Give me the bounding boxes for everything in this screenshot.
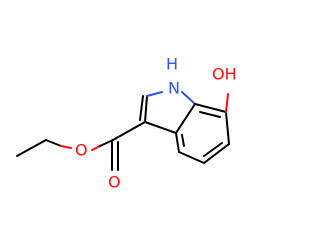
bond-c7-c6 [225,111,230,145]
bond-c5-c4 [178,151,205,164]
bond-c3-c2 [144,95,148,123]
bond-carbonyl-c-c3 [112,121,146,141]
atom-label-carbonyl-oxygen: O [108,173,121,192]
chemical-structure-diagram: H N OH O O [16,55,237,192]
bond-c7a-c7 [194,103,227,113]
bond-ethyl-c2-o [45,139,62,147]
bond-benzene-inner-3 [181,134,185,147]
bond-n1-c7a [181,91,196,105]
atom-label-hydroxyl: OH [212,65,237,84]
bond-c3-c2-inner [139,95,144,121]
bond-c6-c5 [203,143,230,164]
bond-ester-o-c [99,139,114,147]
bond-c2-n1 [146,91,163,97]
bond-c3a-c3 [144,121,177,134]
bond-benzene-inner-1 [199,111,221,118]
bond-ester-o-red-right [91,145,101,151]
bond-ester-o-red-left [60,145,72,149]
atom-label-h: H [166,55,178,74]
bond-lines [16,91,230,171]
bond-c7-hydroxyl [225,93,229,113]
bond-benzene-inner-2 [203,142,223,157]
atom-labels: H N OH O O [75,55,237,192]
bond-c7a-c3a [175,103,196,134]
bond-ethyl-c1-c2 [16,139,47,157]
atom-label-n: N [168,79,180,98]
bond-c4-c3a [175,132,180,153]
atom-label-ester-oxygen: O [75,141,88,160]
